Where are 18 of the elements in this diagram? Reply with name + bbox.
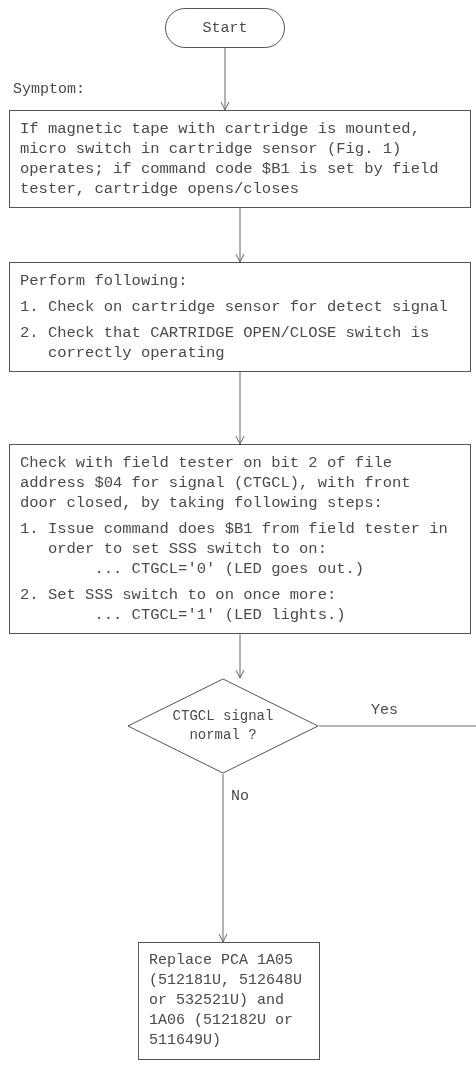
arrow xyxy=(235,633,245,679)
decision-text: CTGCL signal normal ? xyxy=(171,707,275,745)
arrow xyxy=(220,47,230,111)
arrow xyxy=(235,371,245,445)
start-terminal: Start xyxy=(165,8,285,48)
arrow xyxy=(235,207,245,263)
step-text: 1. Issue command does $B1 from field tester in order to set SSS switch to on: xyxy=(20,519,449,559)
step-text: Perform following: xyxy=(20,271,189,291)
step-text: ... CTGCL='1' (LED lights.) xyxy=(93,605,347,625)
heading-text: Symptom: xyxy=(13,80,85,100)
step-text: ... CTGCL='0' (LED goes out.) xyxy=(93,559,366,579)
step-text: 1. Check on cartridge sensor for detect signal xyxy=(20,297,449,317)
step-text: Check with field tester on bit 2 of file address $04 for signal (CTGCL), with front door closed, by taking following steps: xyxy=(20,453,412,513)
step-text: Replace PCA 1A05 (512181U, 512648U or 532521U) and 1A06 (512182U or 511649U) xyxy=(149,951,304,1051)
step-text: 2. Set SSS switch to on once more: xyxy=(20,585,338,605)
step-text: If magnetic tape with cartridge is mounted, micro switch in cartridge sensor (Fig. 1) operates; if command code $B1 is set by field tester, cartridge opens/closes xyxy=(20,119,440,199)
arrow xyxy=(218,773,228,943)
step-text: 2. Check that CARTRIDGE OPEN/CLOSE switch is correctly operating xyxy=(20,323,431,363)
